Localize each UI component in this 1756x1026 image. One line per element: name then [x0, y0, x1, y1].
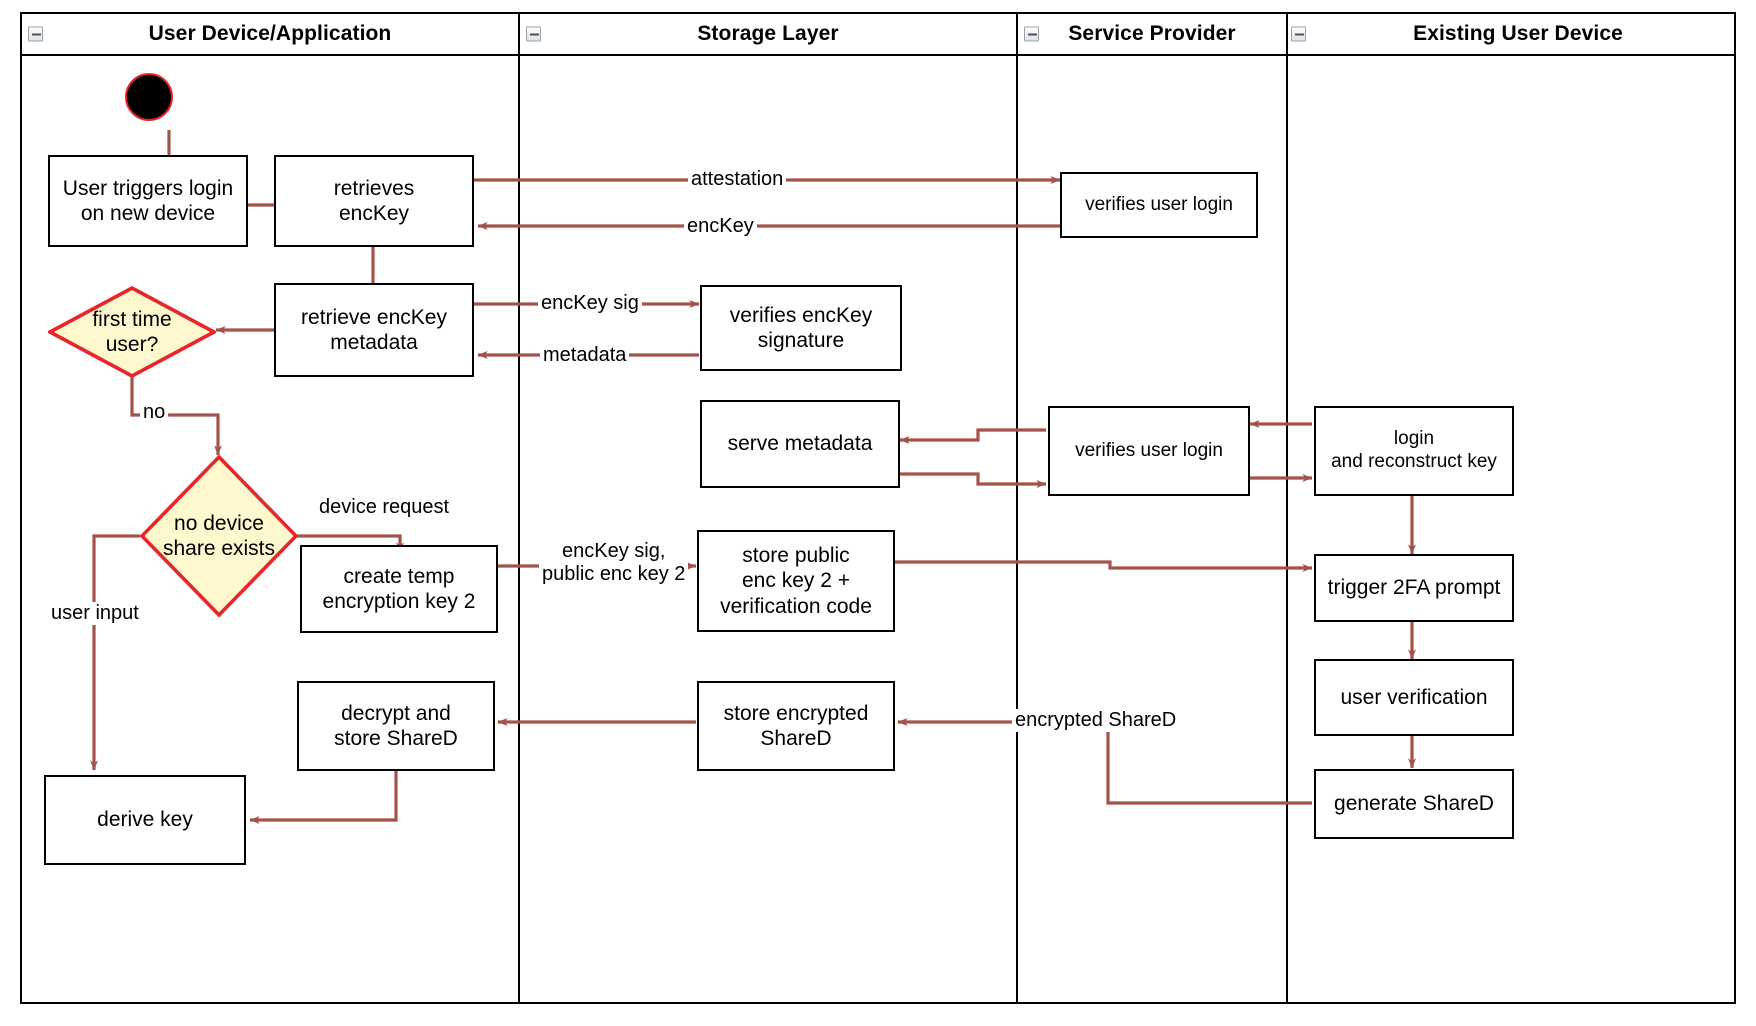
edge-label-encrypted-shared: encrypted ShareD: [1012, 709, 1180, 732]
lane-header-user-device[interactable]: User Device/Application: [20, 12, 520, 56]
edge-label-enckey-sig-public: encKey sig, public enc key 2: [539, 540, 689, 586]
decision-no-device-share[interactable]: no device share exists: [140, 455, 298, 617]
edge-encrypted-shared: [897, 718, 1312, 805]
edge-label-enckey: encKey: [684, 215, 757, 238]
collapse-icon[interactable]: [1291, 26, 1306, 42]
edge-label-user-input: user input: [48, 602, 142, 625]
node-serve-metadata[interactable]: serve metadata: [700, 400, 900, 488]
node-decrypt-store[interactable]: decrypt and store ShareD: [297, 681, 495, 771]
initial-node: [125, 73, 173, 121]
decision-label: no device share exists: [162, 511, 276, 560]
node-trigger-2fa-prompt[interactable]: trigger 2FA prompt: [1314, 554, 1514, 622]
edge-label-device-request: device request: [316, 496, 453, 519]
lane-body-storage-layer: [518, 54, 1018, 1004]
edge-decrypt-to-derive-key: [249, 771, 398, 824]
edge-store-public-to-2fa: [894, 560, 1313, 572]
lane-title: Service Provider: [1068, 22, 1236, 45]
decision-first-time-user[interactable]: first time user?: [48, 286, 216, 378]
node-retrieves-enckey[interactable]: retrieves encKey: [274, 155, 474, 247]
node-login-and-reconstruct-key[interactable]: login and reconstruct key: [1314, 406, 1514, 496]
diamond-shape: [140, 455, 298, 617]
collapse-icon[interactable]: [1024, 26, 1039, 42]
edge-user-input: [90, 534, 140, 771]
node-verifies-user-login-1[interactable]: verifies user login: [1060, 172, 1258, 238]
node-verifies-user-login-2[interactable]: verifies user login: [1048, 406, 1250, 496]
diamond-shape: [48, 286, 216, 378]
node-store-encrypted-shared[interactable]: store encrypted ShareD: [697, 681, 895, 771]
edge-serve-metadata-to-service: [900, 472, 1047, 488]
edge-label-enckey-sig: encKey sig: [538, 292, 642, 315]
node-generate-shared[interactable]: generate ShareD: [1314, 769, 1514, 839]
edge-no-to-no-device-share: [130, 374, 222, 456]
edge-label-attestation: attestation: [688, 168, 787, 191]
node-trigger-login[interactable]: User triggers login on new device: [48, 155, 248, 247]
edge-label-metadata: metadata: [540, 344, 630, 367]
node-retrieve-metadata[interactable]: retrieve encKey metadata: [274, 283, 474, 377]
lane-body-existing-user-device: [1286, 54, 1736, 1004]
collapse-icon[interactable]: [526, 26, 541, 42]
edge-label-no: no: [140, 401, 169, 424]
edge-service-to-serve-metadata: [899, 428, 1046, 444]
lane-title: Storage Layer: [697, 22, 839, 45]
collapse-icon[interactable]: [28, 26, 43, 42]
lane-header-existing-user-device[interactable]: Existing User Device: [1286, 12, 1736, 56]
node-store-public-key[interactable]: store public enc key 2 + verification co…: [697, 530, 895, 632]
node-derive-key[interactable]: derive key: [44, 775, 246, 865]
lane-header-service-provider[interactable]: Service Provider: [1016, 12, 1288, 56]
lane-title: Existing User Device: [1413, 22, 1623, 45]
node-verifies-enckey-signature[interactable]: verifies encKey signature: [700, 285, 902, 371]
lane-title: User Device/Application: [148, 22, 392, 45]
node-create-temp-key[interactable]: create temp encryption key 2: [300, 545, 498, 633]
node-user-verification[interactable]: user verification: [1314, 659, 1514, 736]
decision-label: first time user?: [92, 307, 172, 356]
